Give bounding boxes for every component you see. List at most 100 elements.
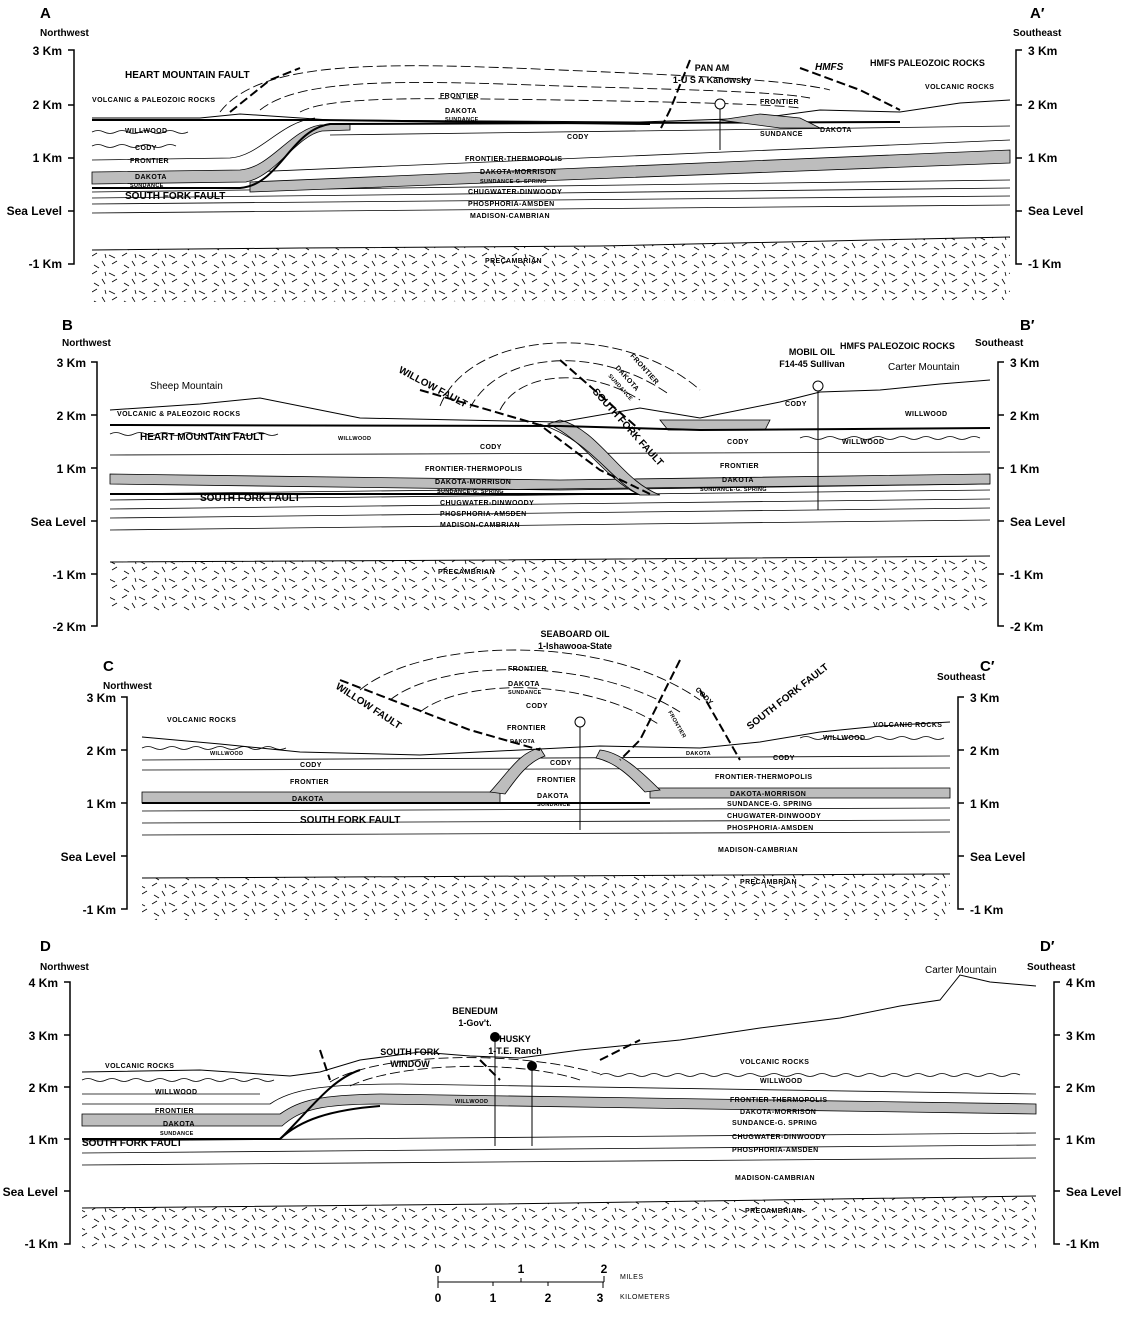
c-right-3km: 3 Km — [970, 691, 999, 705]
c-left-2km: 2 Km — [87, 744, 116, 758]
a-frontier-left: FRONTIER — [130, 158, 169, 165]
d-carter-mountain: Carter Mountain — [925, 965, 997, 976]
c-cody-core: CODY — [550, 760, 572, 767]
b-cody-well: CODY — [785, 401, 807, 408]
b-willow-fault: WILLOW FAULT — [397, 365, 469, 410]
a-volcanic-paleozoic: VOLCANIC & PALEOZOIC ROCKS — [92, 97, 215, 104]
b-phosphoria: PHOSPHORIA-AMSDEN — [440, 511, 527, 518]
scale-km-label: KILOMETERS — [620, 1294, 670, 1301]
d-right-1km: 1 Km — [1066, 1133, 1095, 1147]
c-cody-right: CODY — [773, 755, 795, 762]
b-left-minus1km: -1 Km — [53, 568, 86, 582]
a-precambrian: PRECAMBRIAN — [485, 258, 542, 265]
c-precambrian: PRECAMBRIAN — [740, 879, 797, 886]
c-dakota-morrison: DAKOTA-MORRISON — [730, 791, 806, 798]
d-madison: MADISON-CAMBRIAN — [735, 1175, 815, 1182]
d-frontier-thermopolis: FRONTIER-THERMOPOLIS — [730, 1097, 827, 1104]
c-sundance-top: SUNDANCE — [508, 690, 542, 696]
a-phosphoria: PHOSPHORIA-AMSDEN — [468, 201, 555, 208]
section-b-left-axis: 3 Km 2 Km 1 Km Sea Level -1 Km -2 Km — [31, 356, 97, 634]
a-sundance-right: SUNDANCE — [760, 131, 803, 138]
scale-mile-2: 2 — [601, 1262, 608, 1276]
b-sheep-mountain: Sheep Mountain — [150, 381, 223, 392]
a-sundance-gspring: SUNDANCE-G. SPRING — [480, 179, 547, 185]
d-right-2km: 2 Km — [1066, 1081, 1095, 1095]
a-dakota-left: DAKOTA — [135, 174, 167, 181]
section-d: D Northwest D′ Southeast 4 Km 3 Km 2 Km … — [3, 938, 1122, 1251]
b-heart-mountain-fault: HEART MOUNTAIN FAULT — [140, 432, 265, 443]
scale-mile-0: 0 — [435, 1262, 442, 1276]
b-right-2km: 2 Km — [1010, 409, 1039, 423]
a-left-minus1km: -1 Km — [29, 257, 62, 271]
a-left-1km: 1 Km — [33, 151, 62, 165]
a-madison: MADISON-CAMBRIAN — [470, 213, 550, 220]
b-dakota-morrison: DAKOTA-MORRISON — [435, 479, 511, 486]
c-dakota-steep: DAKOTA — [686, 751, 711, 757]
a-right-minus1km: -1 Km — [1028, 257, 1061, 271]
c-dakota-top: DAKOTA — [508, 681, 540, 688]
c-frontier-left: FRONTIER — [290, 779, 329, 786]
section-b-northwest: Northwest — [62, 338, 112, 349]
b-right-minus2km: -2 Km — [1010, 620, 1043, 634]
a-chugwater: CHUGWATER-DINWOODY — [468, 189, 562, 196]
d-dakota-left: DAKOTA — [163, 1121, 195, 1128]
d-left-2km: 2 Km — [29, 1081, 58, 1095]
b-right-minus1km: -1 Km — [1010, 568, 1043, 582]
scale-bar: 0 1 2 MILES 0 1 2 3 KILOMETERS — [435, 1262, 670, 1305]
scale-mile-1: 1 — [518, 1262, 525, 1276]
c-south-fork-fault: SOUTH FORK FAULT — [300, 815, 400, 826]
section-b-prime-letter: B′ — [1020, 317, 1035, 334]
section-d-southeast: Southeast — [1027, 962, 1076, 973]
c-phosphoria: PHOSPHORIA-AMSDEN — [727, 825, 814, 832]
d-phosphoria: PHOSPHORIA-AMSDEN — [732, 1147, 819, 1154]
d-ground-surface — [82, 975, 1036, 1076]
c-cody-left: CODY — [300, 762, 322, 769]
c-cody-top: CODY — [526, 703, 548, 710]
c-dakota-left: DAKOTA — [292, 796, 324, 803]
section-b-letter: B — [62, 317, 73, 334]
section-c-right-axis: 3 Km 2 Km 1 Km Sea Level -1 Km — [958, 691, 1025, 917]
d-sundance-left: SUNDANCE — [160, 1131, 194, 1137]
a-cody-mid: CODY — [567, 134, 589, 141]
c-precambrian-basement — [142, 874, 950, 920]
c-left-sea-level: Sea Level — [61, 850, 116, 864]
d-precambrian-basement — [82, 1196, 1036, 1250]
a-well-number: 1-U S A Kanowsky — [673, 75, 751, 85]
section-d-prime-letter: D′ — [1040, 938, 1055, 955]
b-hmfs-paleozoic: HMFS PALEOZOIC ROCKS — [840, 341, 955, 351]
b-dakota-right: DAKOTA — [722, 477, 754, 484]
a-sundance-left: SUNDANCE — [130, 183, 164, 189]
c-left-1km: 1 Km — [87, 797, 116, 811]
b-carter-mountain: Carter Mountain — [888, 362, 960, 373]
section-b-southeast: Southeast — [975, 338, 1024, 349]
c-well-number: 1-Ishawooa-State — [538, 641, 612, 651]
scale-km-0: 0 — [435, 1291, 442, 1305]
a-frontier-right: FRONTIER — [760, 99, 799, 106]
c-left-minus1km: -1 Km — [83, 903, 116, 917]
d-well-benedum: BENEDUM 1-Gov't. — [452, 1006, 500, 1146]
b-right-sea-level: Sea Level — [1010, 515, 1065, 529]
d-right-minus1km: -1 Km — [1066, 1237, 1099, 1251]
d-willwood-left: WILLWOOD — [155, 1089, 197, 1096]
c-volcanic-right: VOLCANIC ROCKS — [873, 722, 942, 729]
c-dakota-core: DAKOTA — [510, 739, 535, 745]
scale-km-3: 3 — [597, 1291, 604, 1305]
b-frontier-right: FRONTIER — [720, 463, 759, 470]
scale-miles-label: MILES — [620, 1274, 644, 1281]
b-left-1km: 1 Km — [57, 462, 86, 476]
a-south-fork-fault: SOUTH FORK FAULT — [125, 191, 225, 202]
a-dakota-morrison: DAKOTA-MORRISON — [480, 169, 556, 176]
d-dakota-band — [82, 1094, 1036, 1126]
a-heart-mountain-fault: HEART MOUNTAIN FAULT — [125, 70, 250, 81]
d-frontier-left: FRONTIER — [155, 1108, 194, 1115]
a-hmfs: HMFS — [815, 62, 844, 73]
b-well-name: MOBIL OIL — [789, 347, 836, 357]
d-volcanic-right: VOLCANIC ROCKS — [740, 1059, 809, 1066]
b-willwood-right: WILLWOOD — [905, 411, 947, 418]
a-dakota-right: DAKOTA — [820, 127, 852, 134]
b-well-number: F14-45 Sullivan — [779, 359, 845, 369]
d-dakota-morrison: DAKOTA-MORRISON — [740, 1109, 816, 1116]
d-sundance-gspring: SUNDANCE-G. SPRING — [732, 1120, 818, 1127]
section-a-letter: A — [40, 5, 51, 22]
